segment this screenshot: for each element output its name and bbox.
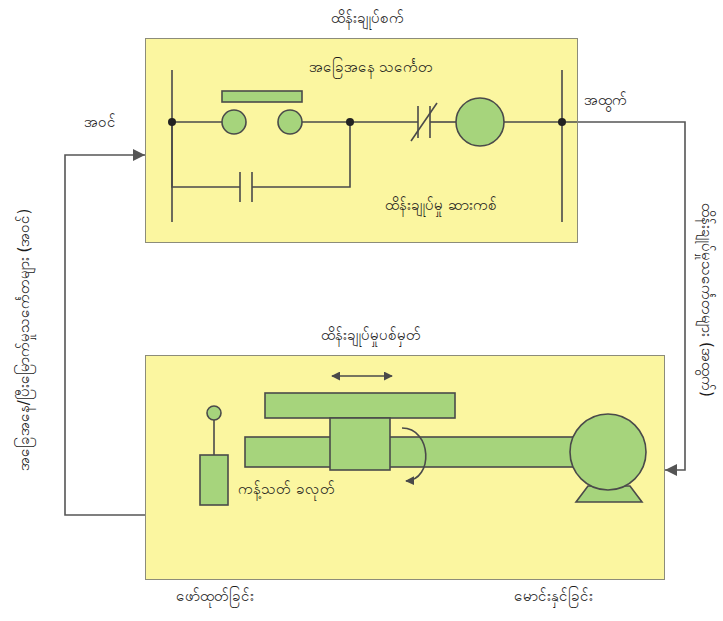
push-button-bar bbox=[222, 91, 302, 102]
circuit-caption: ထိန်းချုပ်မှု ဆားကစ် bbox=[385, 195, 497, 216]
junction-dot bbox=[346, 118, 354, 126]
push-button-contact bbox=[278, 110, 302, 134]
nc-contact-slash bbox=[411, 103, 437, 141]
junction-dot bbox=[168, 118, 176, 126]
limit-switch-body bbox=[200, 455, 228, 505]
ladder-symbols bbox=[222, 91, 504, 146]
nc-contact bbox=[417, 106, 419, 138]
motor bbox=[570, 414, 646, 490]
push-button-contact bbox=[222, 110, 246, 134]
rung-wire bbox=[504, 121, 578, 123]
controlled-machine-box: ထိန်းချုပ်မှုပစ်မှတ်ကန့်သတ် ခလုတ် bbox=[145, 355, 665, 580]
power-rail bbox=[561, 70, 563, 222]
table-nut bbox=[330, 418, 390, 470]
signal-label: အခြေအနေ/ပြီးမြောက်မှုသင်္ကေတများ (အဝင်) bbox=[14, 209, 35, 472]
port-label: အထွက် bbox=[584, 90, 627, 111]
box-heading: ထိန်းချုပ်မှုပစ်မှတ် bbox=[321, 325, 421, 346]
screw-shaft bbox=[245, 437, 577, 467]
machine-illustration bbox=[200, 393, 646, 505]
box-heading: ထိန်းချုပ်စက် bbox=[331, 8, 404, 29]
rung-wire bbox=[430, 121, 456, 123]
rung-wire bbox=[172, 121, 222, 123]
ladder-circuit bbox=[172, 70, 578, 222]
limit-switch-lever bbox=[213, 420, 215, 455]
port-label: အဝင် bbox=[84, 112, 116, 133]
circuit-caption: အခြေအနေ သင်္ကေတ bbox=[309, 57, 434, 78]
no-contact bbox=[239, 172, 241, 202]
nc-contact bbox=[429, 106, 431, 138]
controller-box: ထိန်းချုပ်စက်အခြေအနေ သင်္ကေတထိန်းချုပ်မှ… bbox=[145, 38, 578, 243]
limit-switch-roller bbox=[207, 406, 221, 420]
signal-arrow bbox=[578, 122, 685, 470]
table-top bbox=[265, 393, 455, 418]
signal-arrow bbox=[65, 155, 145, 515]
travel-arrow bbox=[332, 375, 392, 377]
rung-wire bbox=[302, 121, 418, 123]
signal-label: ထိန်းချုပ်မှုသင်္ကေတများ (အထွက်) bbox=[696, 203, 717, 396]
rotation-arrow bbox=[402, 428, 426, 481]
motion-arrows bbox=[332, 376, 426, 481]
no-contact bbox=[251, 172, 253, 202]
box-ground bbox=[145, 355, 665, 580]
function-label: မောင်းနှင်ခြင်း bbox=[514, 586, 593, 607]
relay-coil bbox=[456, 98, 504, 146]
junction-dots bbox=[168, 118, 566, 126]
box-ground bbox=[145, 38, 578, 243]
branch-wire bbox=[252, 122, 350, 187]
junction-dot bbox=[558, 118, 566, 126]
function-label: ဖော်ထုတ်ခြင်း bbox=[176, 586, 254, 607]
part-label: ကန့်သတ် ခလုတ် bbox=[238, 479, 335, 500]
